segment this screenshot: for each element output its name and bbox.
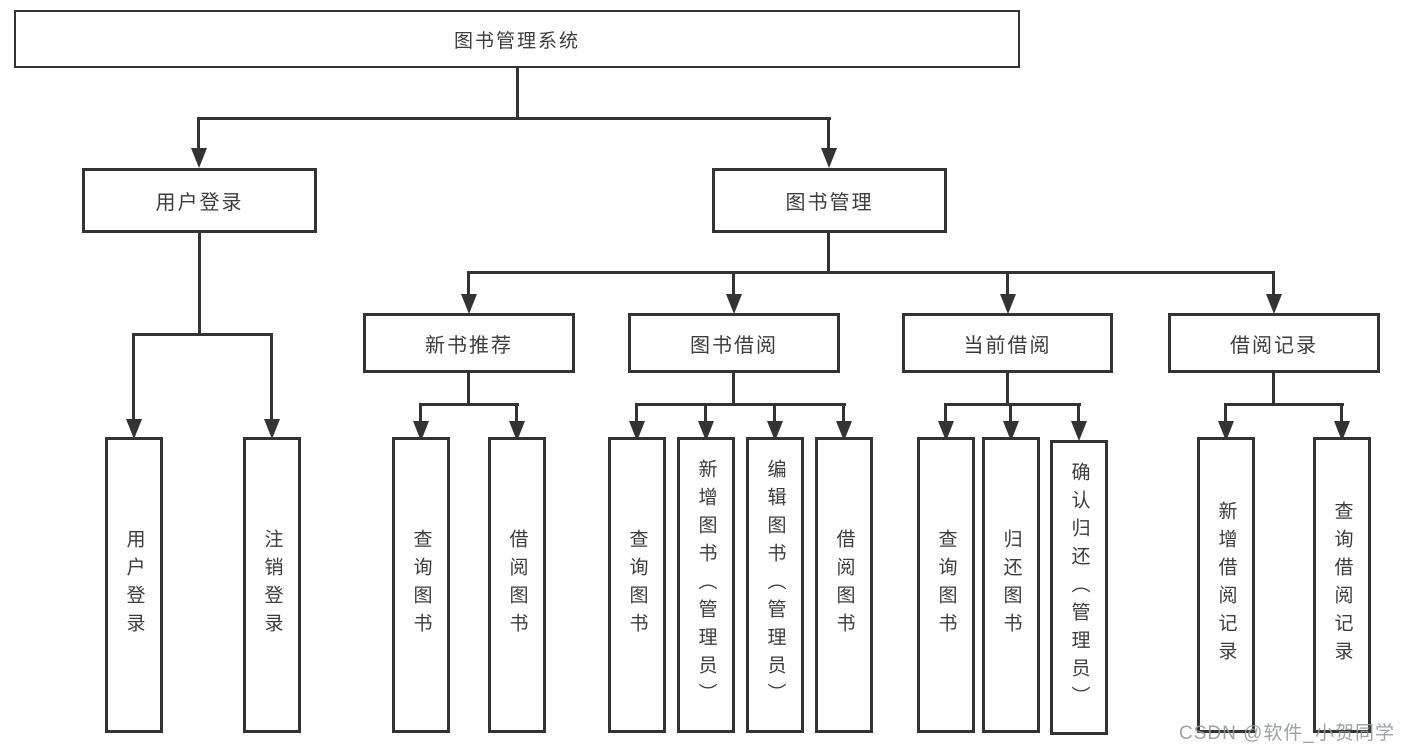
connector-stub xyxy=(1272,373,1275,406)
connector-drop xyxy=(467,271,470,297)
leaf-cb-return-book: 归还图书 xyxy=(982,437,1040,733)
node-book-management: 图书管理 xyxy=(712,168,947,233)
connector-bookmgmt-stub xyxy=(827,233,830,274)
arrow-down xyxy=(461,294,477,314)
connector-drop xyxy=(827,117,830,157)
node-new-book-recommend-label: 新书推荐 xyxy=(425,334,513,357)
arrow-down xyxy=(1071,421,1087,441)
connector-drop xyxy=(419,403,422,427)
leaf-logout-login-label: 注销登录 xyxy=(261,529,283,641)
connector-stub xyxy=(467,373,470,406)
leaf-rec-borrow-book-label: 借阅图书 xyxy=(506,529,528,641)
arrow-down xyxy=(767,421,783,441)
connector-drop xyxy=(732,271,735,297)
node-library-system: 图书管理系统 xyxy=(14,10,1020,68)
leaf-bb-borrow-book-label: 借阅图书 xyxy=(833,529,855,641)
leaf-cb-return-book-label: 归还图书 xyxy=(1000,529,1022,641)
leaf-bb-query-book-label: 查询图书 xyxy=(626,529,648,641)
arrow-down xyxy=(1334,421,1350,441)
node-library-system-label: 图书管理系统 xyxy=(453,30,580,52)
leaf-br-add-record-label: 新增借阅记录 xyxy=(1215,501,1237,669)
arrow-down xyxy=(698,421,714,441)
connector-drop xyxy=(944,403,947,427)
node-current-borrow-label: 当前借阅 xyxy=(963,334,1052,357)
arrow-down xyxy=(1003,421,1019,441)
arrow-down xyxy=(938,421,954,441)
connector-drop xyxy=(635,403,638,427)
leaf-bb-add-book-admin: 新增图书（管理员） xyxy=(677,437,735,733)
connector-drop xyxy=(515,403,518,427)
leaf-user-login-label: 用户登录 xyxy=(123,529,145,641)
leaf-rec-borrow-book: 借阅图书 xyxy=(488,437,546,733)
connector-drop xyxy=(197,117,200,157)
node-new-book-recommend: 新书推荐 xyxy=(363,313,575,373)
connector-root-branch xyxy=(197,117,831,120)
connector-drop xyxy=(132,333,135,419)
leaf-bb-borrow-book: 借阅图书 xyxy=(815,437,873,733)
node-book-borrow-label: 图书借阅 xyxy=(690,334,778,357)
connector-drop xyxy=(270,333,273,419)
arrow-down xyxy=(126,419,142,439)
node-user-login-label: 用户登录 xyxy=(155,192,244,214)
leaf-br-query-record: 查询借阅记录 xyxy=(1313,437,1371,733)
leaf-br-query-record-label: 查询借阅记录 xyxy=(1331,501,1353,669)
leaf-rec-query-book-label: 查询图书 xyxy=(410,529,432,641)
leaf-cb-query-book: 查询图书 xyxy=(917,437,975,733)
connector-drop xyxy=(1077,403,1080,427)
connector-drop xyxy=(704,403,707,427)
connector-branch xyxy=(1224,403,1344,406)
arrow-down xyxy=(836,421,852,441)
arrow-down xyxy=(264,419,280,439)
connector-root-stub xyxy=(516,68,519,118)
arrow-down xyxy=(1000,294,1016,314)
leaf-user-login: 用户登录 xyxy=(105,437,163,733)
arrow-down xyxy=(1218,421,1234,441)
connector-branch xyxy=(419,403,519,406)
node-current-borrow: 当前借阅 xyxy=(902,313,1113,373)
connector-branch xyxy=(635,403,846,406)
leaf-bb-edit-book-admin-label: 编辑图书（管理员） xyxy=(764,459,786,711)
connector-stub xyxy=(732,373,735,406)
connector-stub xyxy=(1006,373,1009,406)
leaf-logout-login: 注销登录 xyxy=(243,437,301,733)
leaf-bb-query-book: 查询图书 xyxy=(608,437,666,733)
connector-drop xyxy=(842,403,845,427)
connector-bookmgmt-branch xyxy=(467,271,1275,274)
connector-drop xyxy=(773,403,776,427)
node-book-borrow: 图书借阅 xyxy=(628,313,840,373)
connector-drop xyxy=(1340,403,1343,427)
connector-userlogin-branch xyxy=(132,333,273,336)
connector-userlogin-stub xyxy=(198,233,201,336)
leaf-br-add-record: 新增借阅记录 xyxy=(1197,437,1255,733)
arrow-down xyxy=(726,294,742,314)
arrow-down xyxy=(413,421,429,441)
arrow-down xyxy=(191,148,207,168)
leaf-cb-confirm-return-admin-label: 确认归还（管理员） xyxy=(1068,461,1090,714)
leaf-bb-edit-book-admin: 编辑图书（管理员） xyxy=(746,437,804,733)
leaf-cb-confirm-return-admin: 确认归还（管理员） xyxy=(1050,440,1108,735)
arrow-down xyxy=(629,421,645,441)
arrow-down xyxy=(1266,294,1282,314)
connector-drop xyxy=(1272,271,1275,297)
connector-drop xyxy=(1006,271,1009,297)
leaf-bb-add-book-admin-label: 新增图书（管理员） xyxy=(695,459,717,711)
node-user-login: 用户登录 xyxy=(82,168,317,233)
arrow-down xyxy=(821,148,837,168)
leaf-rec-query-book: 查询图书 xyxy=(392,437,450,733)
node-borrow-records-label: 借阅记录 xyxy=(1230,334,1318,357)
node-borrow-records: 借阅记录 xyxy=(1168,313,1380,373)
leaf-cb-query-book-label: 查询图书 xyxy=(935,529,957,641)
connector-drop xyxy=(1224,403,1227,427)
connector-drop xyxy=(1009,403,1012,427)
arrow-down xyxy=(509,421,525,441)
csdn-watermark: CSDN @软件_小贺同学 xyxy=(1179,723,1395,744)
connector-branch xyxy=(944,403,1081,406)
node-book-management-label: 图书管理 xyxy=(785,192,874,214)
